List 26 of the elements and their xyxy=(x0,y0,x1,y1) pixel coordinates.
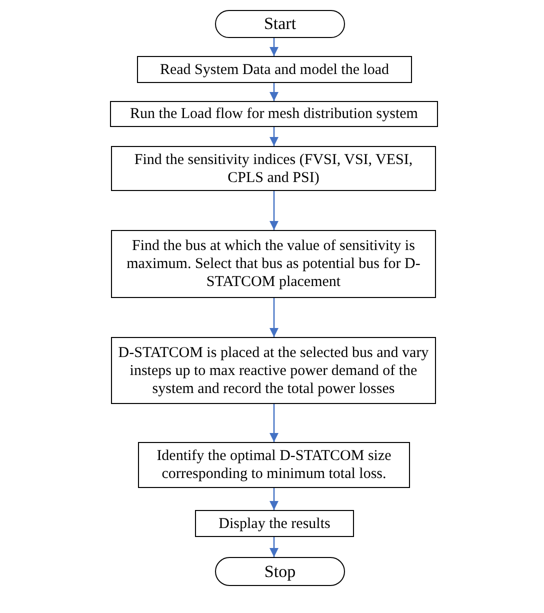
node-text: Start xyxy=(264,15,296,33)
process-box xyxy=(138,442,410,488)
arrow xyxy=(269,404,279,442)
process-box xyxy=(111,337,436,404)
node-text: D-STATCOM is placed at the selected bus and vary insteps up to max reactive power demand of the system and record the total power losses xyxy=(117,344,430,398)
node-text: Identify the optimal D-STATCOM size corresponding to minimum total loss. xyxy=(156,447,392,483)
process-box xyxy=(110,101,438,127)
node-text: Read System Data and model the load xyxy=(160,60,390,78)
process-box xyxy=(111,146,436,191)
arrow xyxy=(269,298,279,337)
terminal-box xyxy=(215,557,345,586)
arrow xyxy=(269,537,279,557)
process-box xyxy=(195,510,354,537)
node-text: Stop xyxy=(264,562,296,580)
node-text: Find the sensitivity indices (FVSI, VSI, VESI, CPLS and PSI) xyxy=(133,150,414,186)
node-text: Run the Load flow for mesh distribution system xyxy=(130,105,418,123)
arrow xyxy=(269,83,279,101)
arrow xyxy=(269,191,279,230)
arrow xyxy=(269,488,279,510)
arrow xyxy=(269,38,279,56)
terminal-box xyxy=(215,10,345,38)
process-box xyxy=(111,230,436,298)
process-box xyxy=(137,56,412,83)
node-text: Display the results xyxy=(218,514,330,532)
node-text: Find the bus at which the value of sensitivity is maximum. Select that bus as potential bus for D-STATCOM placement xyxy=(126,237,422,291)
arrow xyxy=(269,127,279,146)
